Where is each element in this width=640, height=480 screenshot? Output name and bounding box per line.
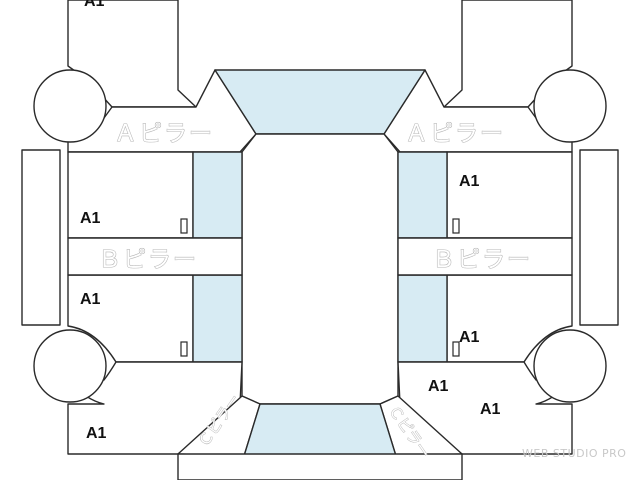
trunk[interactable] [177, 453, 463, 480]
grade-rear-left-door: A1 [80, 291, 101, 308]
a-pillar-left-label: Ａピラー [114, 121, 214, 147]
left-side-step[interactable] [21, 149, 61, 326]
rear-right-door-handle [452, 341, 460, 357]
b-pillar-right[interactable] [397, 237, 573, 276]
rear-right-window[interactable] [397, 274, 448, 363]
a-pillar-right-label: Ａピラー [405, 121, 505, 147]
rear-right-tire[interactable] [533, 329, 607, 403]
rear-window[interactable] [243, 403, 397, 457]
grade-front-right-door: A1 [459, 173, 480, 190]
rear-left-window[interactable] [192, 274, 243, 363]
rear-left-tire[interactable] [33, 329, 107, 403]
front-left-window[interactable] [192, 151, 243, 239]
rear-left-door-handle [180, 341, 188, 357]
b-pillar-right-label: Ｂピラー [432, 247, 532, 273]
b-pillar-left-label: Ｂピラー [98, 247, 198, 273]
grade-rear-right-fender-upper: A1 [428, 378, 449, 395]
front-right-door-handle [452, 218, 460, 234]
front-left-tire[interactable] [33, 69, 107, 143]
right-side-step[interactable] [579, 149, 619, 326]
watermark: WEB STUDIO PRO [522, 447, 626, 460]
grade-top-left-edge: A1 [84, 0, 105, 10]
grade-rear-right-fender-lower: A1 [480, 401, 501, 418]
grade-rear-left-fender: A1 [86, 425, 107, 442]
front-right-window[interactable] [397, 151, 448, 239]
front-right-tire[interactable] [533, 69, 607, 143]
grade-front-left-door: A1 [80, 210, 101, 227]
roof[interactable] [241, 133, 399, 405]
b-pillar-left[interactable] [67, 237, 243, 276]
front-right-door[interactable] [446, 151, 573, 239]
front-left-door-handle [180, 218, 188, 234]
grade-rear-right-door: A1 [459, 329, 480, 346]
